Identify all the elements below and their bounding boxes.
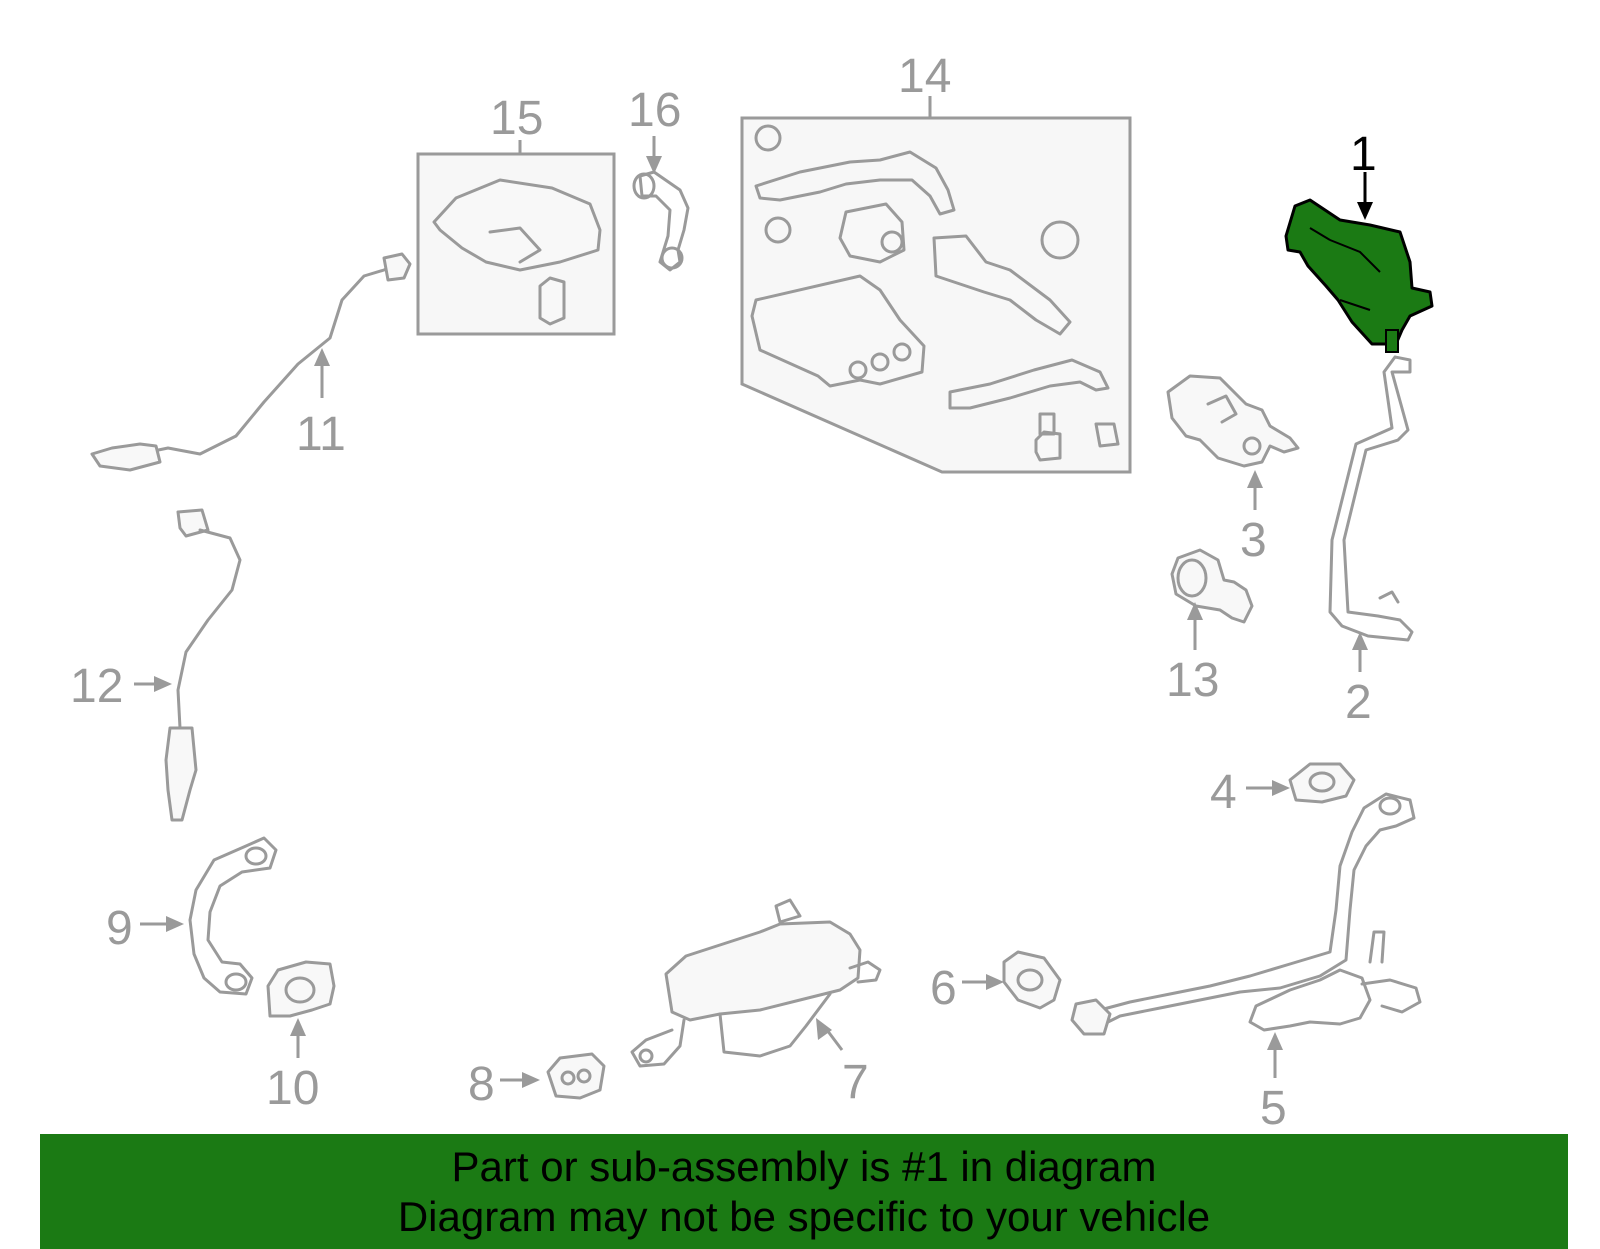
arrow-9 <box>166 916 184 932</box>
callout-8: 8 <box>468 1058 495 1111</box>
part-5-egr-pipe[interactable] <box>1070 792 1422 1036</box>
arrow-12 <box>154 676 172 692</box>
callout-4: 4 <box>1210 766 1237 819</box>
parts-diagram: 1 2 3 13 <box>70 50 1434 1134</box>
part-14-assembly-box[interactable] <box>740 116 1132 474</box>
part-6-gasket[interactable] <box>1002 950 1062 1010</box>
part-1-highlighted[interactable] <box>1284 198 1434 353</box>
arrow-5 <box>1267 1032 1283 1050</box>
callout-9: 9 <box>106 902 133 955</box>
arrow-1 <box>1357 202 1373 220</box>
caption-banner: Part or sub-assembly is #1 in diagram Di… <box>40 1134 1568 1249</box>
callout-2: 2 <box>1345 676 1372 729</box>
callout-15: 15 <box>490 92 543 145</box>
caption-line-1: Part or sub-assembly is #1 in diagram <box>451 1143 1157 1190</box>
part-8-gasket[interactable] <box>546 1052 606 1100</box>
arrow-8 <box>522 1072 540 1088</box>
part-4-gasket[interactable] <box>1288 762 1356 804</box>
part-13-sensor[interactable] <box>1170 548 1254 624</box>
part-16-hose[interactable] <box>632 170 690 272</box>
arrow-7 <box>816 1018 832 1040</box>
part-2-pipe[interactable] <box>1328 355 1414 642</box>
callout-3: 3 <box>1240 514 1267 567</box>
part-3-valve[interactable] <box>1166 374 1300 468</box>
caption-line-2: Diagram may not be specific to your vehi… <box>397 1193 1211 1240</box>
callout-10: 10 <box>266 1062 319 1115</box>
arrow-10 <box>290 1018 306 1036</box>
callout-5: 5 <box>1260 1082 1287 1134</box>
callout-13: 13 <box>1166 654 1219 707</box>
callout-12: 12 <box>70 660 123 713</box>
arrow-13 <box>1187 602 1203 620</box>
arrow-2 <box>1352 632 1368 650</box>
part-11-oxygen-sensor[interactable] <box>90 252 412 472</box>
callout-16: 16 <box>628 84 681 137</box>
part-15-assembly-box[interactable] <box>416 152 616 336</box>
part-12-oxygen-sensor[interactable] <box>164 508 242 822</box>
callout-11: 11 <box>296 408 346 461</box>
callout-7: 7 <box>842 1056 869 1109</box>
arrow-3 <box>1247 470 1263 488</box>
part-7-egr-cooler[interactable] <box>630 898 882 1068</box>
callout-6: 6 <box>930 962 957 1015</box>
arrow-16 <box>646 156 662 174</box>
part-9-pipe[interactable] <box>188 836 278 996</box>
callout-14: 14 <box>898 50 951 103</box>
part-10-gasket[interactable] <box>266 960 336 1018</box>
arrow-11 <box>314 348 330 366</box>
callout-1: 1 <box>1350 128 1377 181</box>
arrow-6 <box>986 974 1004 990</box>
arrow-4 <box>1272 780 1290 796</box>
